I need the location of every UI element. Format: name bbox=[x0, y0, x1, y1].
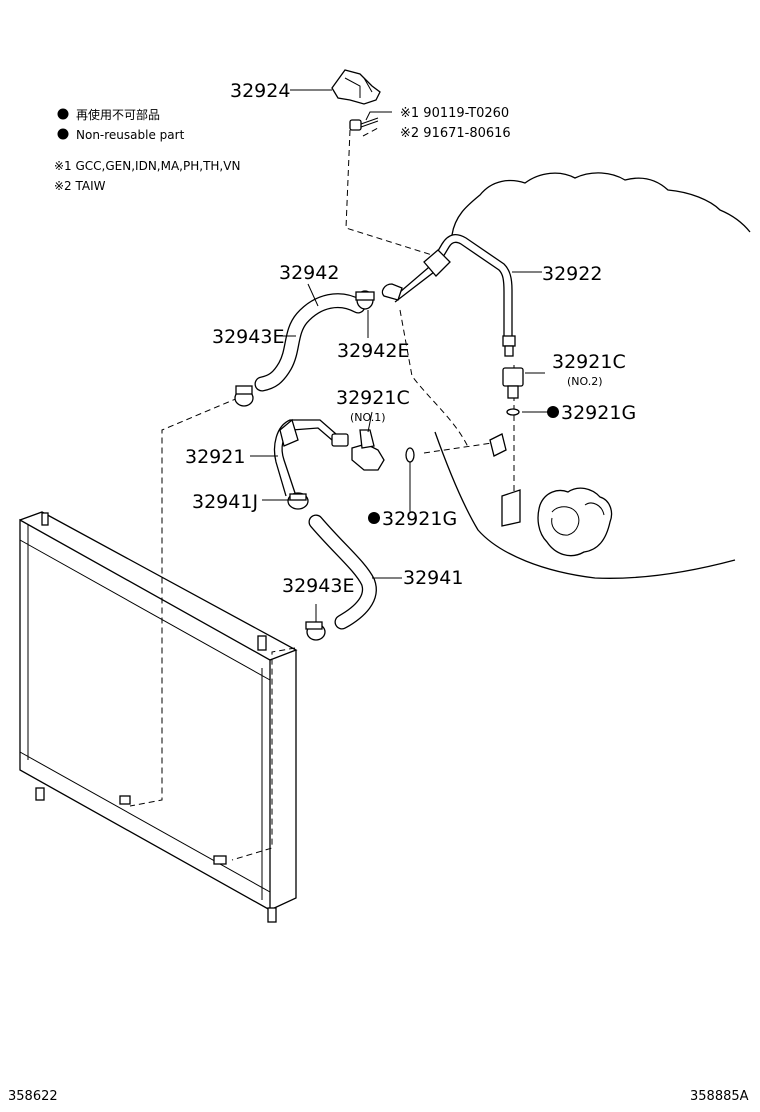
part-labels: 32924 ※1 90119-T0260 ※2 91671-80616 3292… bbox=[185, 80, 636, 597]
legend-non-reusable-jp: 再使用不可部品 bbox=[76, 107, 160, 122]
footer-right-code: 358885A bbox=[690, 1089, 749, 1104]
label-bolt-2: ※2 91671-80616 bbox=[400, 126, 511, 141]
hose-32941 bbox=[308, 514, 377, 630]
clamp-32943e-lower-icon bbox=[305, 621, 326, 641]
legend-non-reusable-en: Non-reusable part bbox=[76, 128, 185, 142]
label-32922: 32922 bbox=[542, 263, 602, 285]
label-32924: 32924 bbox=[230, 80, 290, 102]
label-bolt-1: ※1 90119-T0260 bbox=[400, 106, 509, 121]
footer-left-code: 358622 bbox=[8, 1089, 58, 1104]
label-32942: 32942 bbox=[279, 262, 339, 284]
legend-note-1: ※1 GCC,GEN,IDN,MA,PH,TH,VN bbox=[54, 159, 240, 173]
label-32921g-mid: 32921G bbox=[382, 508, 457, 530]
clamp-32942e-icon bbox=[355, 290, 375, 310]
gasket-32921g-right-icon bbox=[506, 408, 520, 416]
bracket-32924 bbox=[331, 69, 381, 105]
non-reusable-bullet-icon bbox=[57, 128, 69, 140]
label-leaders bbox=[250, 89, 548, 622]
label-32942e: 32942E bbox=[337, 340, 409, 362]
gasket-32921g-mid-icon bbox=[405, 447, 415, 463]
pipe-32922 bbox=[381, 233, 516, 357]
label-no1: (NO.1) bbox=[350, 411, 386, 424]
legend: 再使用不可部品 Non-reusable part ※1 GCC,GEN,IDN… bbox=[54, 107, 240, 193]
label-32921: 32921 bbox=[185, 446, 245, 468]
label-32921c-no2: 32921C bbox=[552, 351, 626, 373]
fitting-32921c-no2-icon bbox=[502, 367, 524, 399]
hose-32942 bbox=[254, 293, 366, 392]
pipe-32921 bbox=[273, 418, 349, 497]
label-no2: (NO.2) bbox=[567, 375, 603, 388]
non-reusable-bullet-icon bbox=[57, 108, 69, 120]
leader-lines bbox=[129, 127, 515, 861]
label-32941j: 32941J bbox=[192, 491, 258, 513]
clamp-32941j-icon bbox=[287, 492, 309, 510]
radiator bbox=[19, 511, 298, 923]
legend-note-2: ※2 TAIW bbox=[54, 179, 106, 193]
port-fitting-icon bbox=[489, 433, 521, 527]
label-32943e-top: 32943E bbox=[212, 326, 284, 348]
label-32941: 32941 bbox=[403, 567, 463, 589]
clamp-32943e-upper-icon bbox=[234, 385, 254, 407]
label-32943e-bottom: 32943E bbox=[282, 575, 354, 597]
fitting-32921c-no1-icon bbox=[351, 429, 385, 471]
engine-outline bbox=[434, 172, 751, 579]
label-32921c-no1: 32921C bbox=[336, 387, 410, 409]
label-32921g-right: 32921G bbox=[561, 402, 636, 424]
bolt-90119-icon bbox=[349, 117, 379, 131]
non-reusable-bullet-icon bbox=[547, 406, 559, 418]
non-reusable-bullet-icon bbox=[368, 512, 380, 524]
